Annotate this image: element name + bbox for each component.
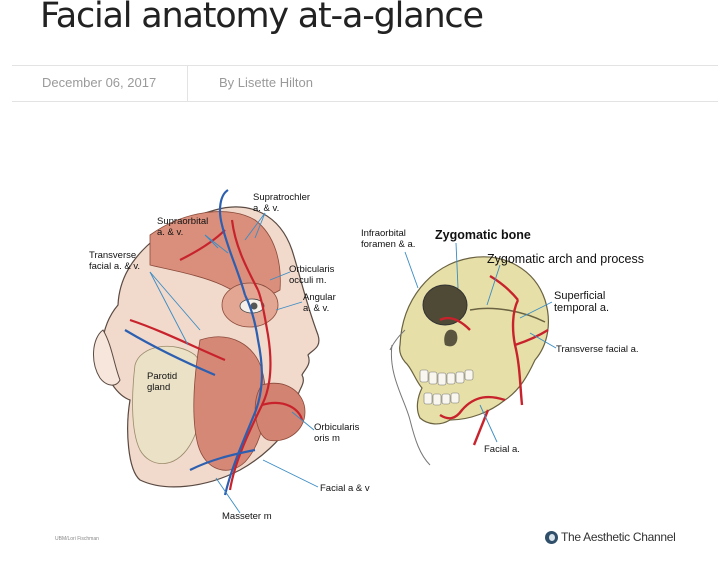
label-angular: Angular — [303, 292, 336, 303]
face-dissection-drawing — [93, 189, 320, 496]
label-leader-lines — [149, 212, 557, 514]
facial-anatomy-illustration: Supratrochler a. & v. Supraorbital a. & … — [89, 189, 644, 522]
label-supratrochler: Supratrochler — [253, 192, 310, 203]
left-figure-labels: Supratrochler a. & v. Supraorbital a. & … — [89, 192, 370, 522]
illustration-credit: UBM/Lori Fischman — [55, 536, 99, 542]
article-date: December 06, 2017 — [42, 75, 157, 90]
label-orbicularis-oris-sub: oris m — [314, 433, 340, 444]
label-supraorbital: Supraorbital — [157, 216, 208, 227]
label-angular-sub: a. & v. — [303, 303, 329, 314]
facial-artery-branches — [129, 219, 304, 491]
teeth — [419, 369, 474, 406]
label-supratrochler-sub: a. & v. — [253, 203, 279, 214]
label-orbicularis-occuli-sub: occuli m. — [289, 275, 326, 286]
skull-artery-branches — [439, 274, 549, 446]
right-figure-labels: Infraorbital foramen & a. Zygomatic bone… — [361, 228, 644, 455]
facial-vein-branches — [124, 189, 263, 496]
label-transverse-facial-av: Transverse — [89, 250, 136, 261]
meta-divider — [187, 66, 188, 101]
aesthetic-channel-logo-icon — [545, 530, 558, 544]
label-supraorbital-sub: a. & v. — [157, 227, 183, 238]
label-orbicularis-oris: Orbicularis — [314, 422, 360, 433]
label-infraorbital-sub: foramen & a. — [361, 239, 415, 250]
label-zygomatic-bone: Zygomatic bone — [435, 228, 531, 242]
label-infraorbital: Infraorbital — [361, 228, 406, 239]
label-transverse-facial-av-sub: facial a. & v. — [89, 261, 140, 272]
article-meta-bar: December 06, 2017 By Lisette Hilton — [12, 65, 718, 102]
article-title: Facial anatomy at-a-glance — [40, 0, 484, 36]
label-parotid: Parotid — [147, 371, 177, 382]
label-superficial-temporal: Superficial — [554, 290, 605, 302]
label-facial-a: Facial a. — [484, 444, 520, 455]
article-author: By Lisette Hilton — [219, 75, 313, 90]
skull-drawing — [389, 256, 550, 466]
label-orbicularis-occuli: Orbicularis — [289, 264, 335, 275]
label-zygomatic-arch: Zygomatic arch and process — [487, 252, 644, 266]
brand-watermark: The Aesthetic Channel — [545, 529, 676, 545]
label-parotid-sub: gland — [147, 382, 170, 393]
label-transverse-facial-a: Transverse facial a. — [556, 344, 639, 355]
label-facial-av: Facial a & v — [320, 483, 370, 494]
brand-name: The Aesthetic Channel — [561, 530, 676, 544]
label-masseter: Masseter m — [222, 511, 272, 522]
label-superficial-temporal-sub: temporal a. — [554, 302, 609, 314]
